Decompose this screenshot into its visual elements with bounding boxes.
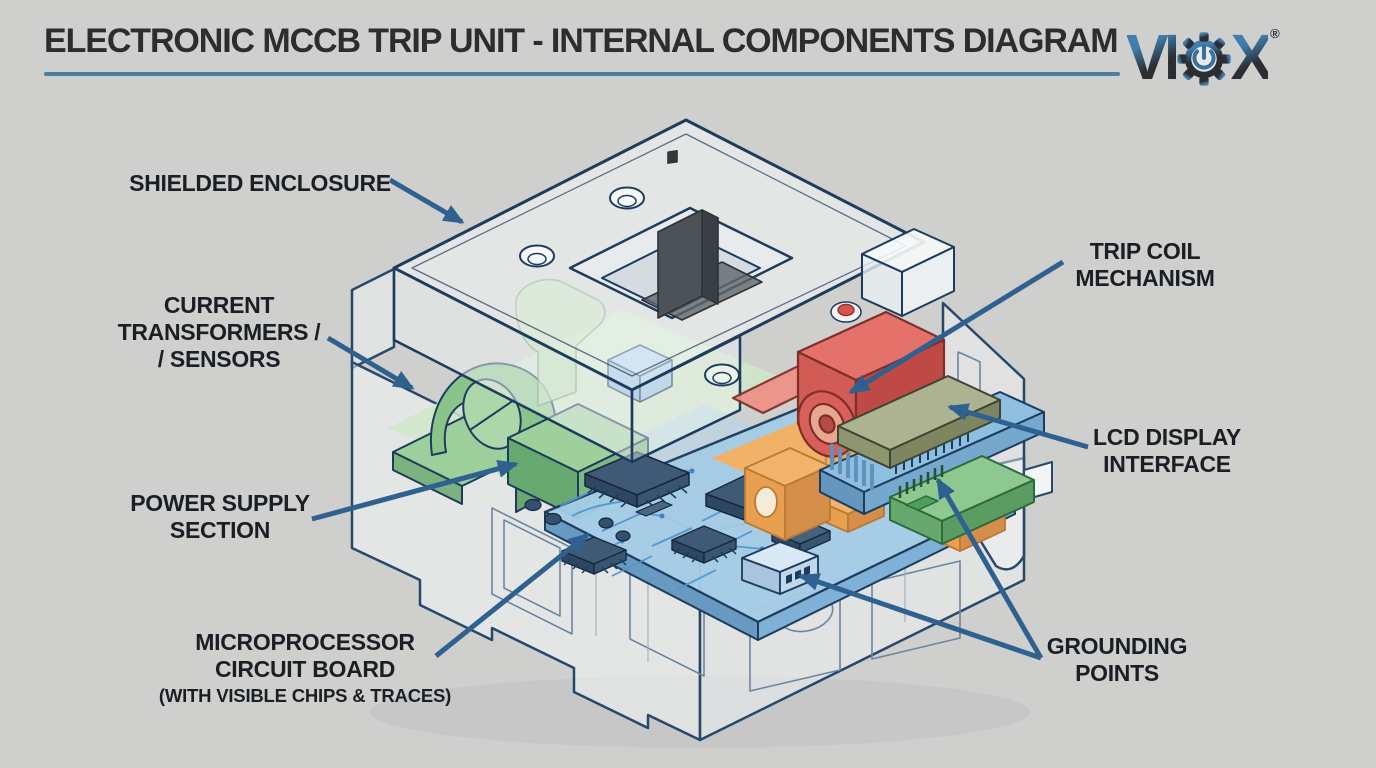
header-pins [895, 430, 969, 474]
label-line: SECTION [169, 517, 271, 543]
arrow-grounding-a [935, 477, 1044, 660]
terminal-shroud [861, 228, 955, 317]
power-symbol-icon [1192, 44, 1217, 70]
label-line: TRANSFORMERS / [117, 319, 321, 345]
label-line: POINTS [1075, 660, 1159, 686]
page-title: ELECTRONIC MCCB TRIP UNIT - INTERNAL COM… [44, 22, 1119, 60]
logo-text-left: VI [1126, 21, 1182, 93]
label-line: GROUNDING [1046, 633, 1188, 659]
label-grounding-points: GROUNDING POINTS [967, 633, 1267, 687]
arrow-current-transformers [326, 335, 415, 391]
label-power-supply: POWER SUPPLY SECTION [70, 490, 370, 544]
viox-logo: VI [1126, 18, 1280, 96]
label-line: LCD DISPLAY [1093, 424, 1241, 450]
passive-components [524, 498, 673, 542]
screw-hole [519, 186, 740, 387]
callout-arrows [311, 177, 1089, 661]
mcu-chip [584, 451, 690, 508]
qfp-chip-2 [561, 536, 627, 575]
orange-bracket [744, 447, 831, 541]
ground-clip [905, 495, 939, 511]
label-shielded-enclosure: SHIELDED ENCLOSURE [110, 170, 410, 197]
label-line: MICROPROCESSOR [195, 629, 415, 655]
arrow-grounding-b [798, 573, 1042, 661]
label-line: / SENSORS [157, 346, 281, 372]
arrow-lcd-display [947, 403, 1089, 450]
arrow-microprocessor [434, 533, 590, 658]
label-line: CIRCUIT BOARD [214, 656, 396, 682]
label-line: (WITH VISIBLE CHIPS & TRACES) [158, 685, 452, 706]
logo-text-right: X [1230, 21, 1273, 93]
trip-button [830, 301, 862, 323]
registered-trademark-icon: ® [1270, 26, 1280, 41]
qfp-chip [671, 525, 737, 564]
gear-power-icon [1177, 32, 1232, 86]
label-line: INTERFACE [1103, 451, 1231, 477]
label-line: SHIELDED ENCLOSURE [129, 170, 391, 196]
arrow-power-supply [311, 459, 519, 522]
label-line: MECHANISM [1075, 265, 1215, 291]
label-microprocessor: MICROPROCESSOR CIRCUIT BOARD (WITH VISIB… [95, 629, 515, 708]
label-current-transformers: CURRENT TRANSFORMERS / / SENSORS [69, 292, 369, 373]
arrow-shielded-enclosure [388, 177, 465, 225]
title-underline [44, 72, 1120, 76]
label-trip-coil: TRIP COIL MECHANISM [995, 238, 1295, 292]
toggle-handle [641, 150, 763, 321]
label-line: CURRENT [163, 292, 275, 318]
arrow-trip-coil [848, 259, 1065, 395]
label-lcd-display: LCD DISPLAY INTERFACE [1017, 424, 1317, 478]
label-line: TRIP COIL [1089, 238, 1201, 264]
ground-pin-slots [898, 465, 944, 498]
board-fins [830, 444, 874, 490]
label-line: POWER SUPPLY [130, 490, 310, 516]
